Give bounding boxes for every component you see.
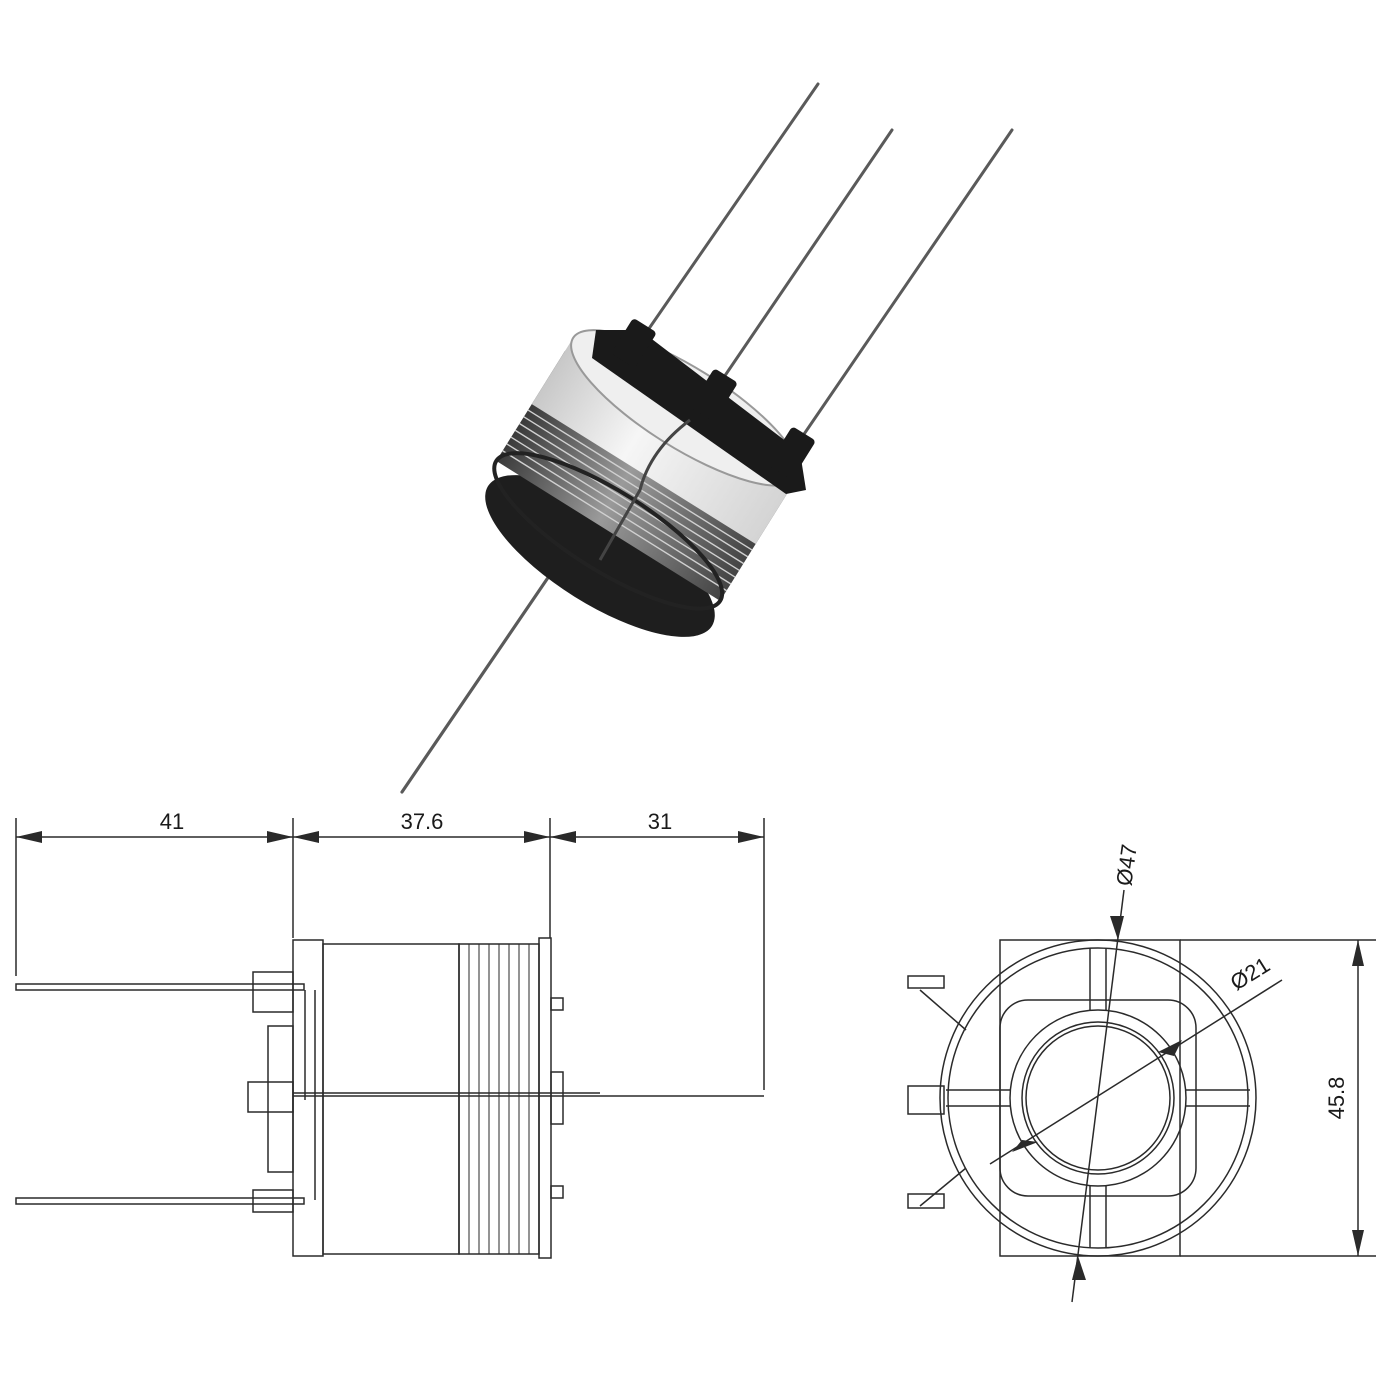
end-view-labels: Ø47 Ø21 45.8 <box>1111 843 1349 1120</box>
side-view <box>15 818 765 1259</box>
side-view-labels: 41 37.6 31 <box>160 809 672 834</box>
dim-height: 45.8 <box>1324 1077 1349 1120</box>
photo-crossing-wire <box>598 418 691 561</box>
photo-bottom-flange <box>485 475 715 637</box>
coil-photo <box>400 82 1014 794</box>
dim-lead-left: 41 <box>160 809 184 834</box>
photo-terminal-block <box>592 319 815 494</box>
end-view-arrows <box>1012 916 1364 1280</box>
photo-lead-wires <box>400 82 1014 794</box>
end-view <box>907 889 1376 1303</box>
dim-body-length: 37.6 <box>401 809 444 834</box>
dim-lead-right: 31 <box>648 809 672 834</box>
dim-outer-diameter: Ø47 <box>1111 843 1142 888</box>
